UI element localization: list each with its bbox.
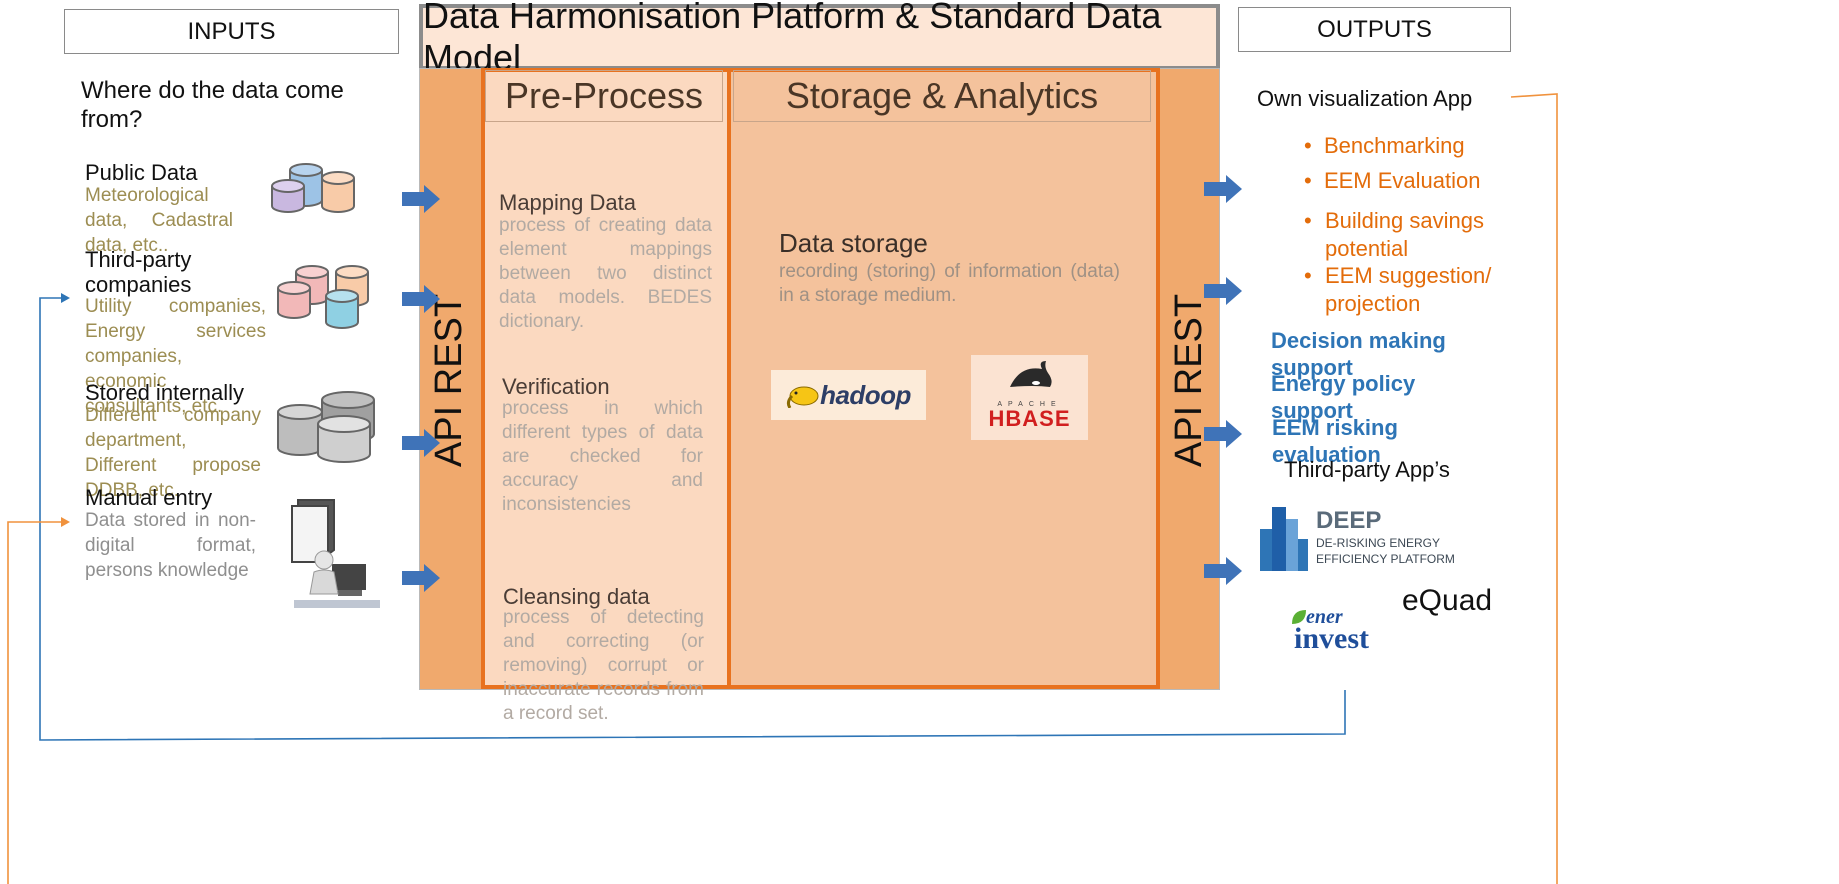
output-arrow-3-icon (1204, 420, 1242, 448)
source-thirdparty-title: Third-party companies (85, 247, 192, 297)
source-public-desc: Meteorological data, Cadastral data, etc… (85, 185, 233, 256)
input-arrow-1-icon (402, 185, 440, 213)
storage-title: Storage & Analytics (733, 70, 1151, 122)
output-arrow-1-icon (1204, 175, 1242, 203)
source-public-title: Public Data (85, 160, 198, 185)
step-verification-desc: process in which different types of data… (502, 398, 703, 515)
data-storage-title: Data storage (779, 228, 928, 258)
deep-logo: DEEP DE-RISKING ENERGY EFFICIENCY PLATFO… (1258, 499, 1470, 573)
platform-title: Data Harmonisation Platform & Standard D… (419, 0, 1220, 78)
inputs-question: Where do the data come from? (81, 77, 344, 133)
bullet-benchmarking: • Benchmarking (1304, 133, 1465, 158)
output-arrow-4-icon (1204, 557, 1242, 585)
step-mapping-desc: process of creating data element mapping… (499, 215, 712, 332)
orange-feedback-line (1510, 93, 1558, 884)
input-arrow-3-icon (402, 429, 440, 457)
data-storage-desc: recording (storing) of information (data… (779, 261, 1120, 306)
bullet-eem-suggestion-text: EEM suggestion/ projection (1325, 263, 1492, 316)
database-thirdparty-icon (277, 265, 369, 329)
source-manual-desc: Data stored in non-digital format, perso… (85, 510, 256, 581)
hbase-logo: APACHE HBASE (971, 355, 1088, 440)
database-public-icon (271, 163, 355, 213)
manual-entry-person-icon (291, 499, 380, 608)
hbase-orca-icon (1009, 361, 1052, 387)
blue-feedback-arrowhead (61, 293, 70, 303)
step-cleansing-desc: process of detecting and correcting (or … (503, 607, 704, 724)
orange-return-line (7, 521, 64, 884)
bullet-eem-suggestion: • (1304, 263, 1312, 288)
hadoop-elephant-icon (786, 386, 819, 408)
input-arrow-2-icon (402, 285, 440, 313)
bullet-eem-evaluation: • EEM Evaluation (1304, 168, 1481, 193)
deep-logo-name: DEEP (1316, 507, 1382, 534)
hbase-logo-text: HBASE (988, 406, 1071, 431)
input-arrow-4-icon (402, 564, 440, 592)
enerinvest-text-2: invest (1294, 622, 1369, 655)
equad-logo: eQuad (1402, 584, 1493, 617)
hadoop-logo: hadoop (771, 370, 926, 420)
bullet-building-savings-text: Building savings potential (1325, 208, 1484, 261)
orange-feedback-arrowhead (61, 517, 70, 527)
third-party-title: Third-party App’s (1284, 457, 1450, 482)
database-internal-icon (277, 391, 375, 463)
inputs-header: INPUTS (64, 9, 399, 54)
own-app-title: Own visualization App (1257, 86, 1473, 111)
hadoop-logo-text: hadoop (820, 379, 911, 410)
step-mapping-title: Mapping Data (499, 190, 636, 215)
bullet-building-savings: • (1304, 208, 1312, 233)
deep-buildings-icon (1260, 507, 1308, 571)
deep-logo-line2: EFFICIENCY PLATFORM (1316, 552, 1455, 566)
output-arrow-2-icon (1204, 277, 1242, 305)
outputs-header: OUTPUTS (1238, 7, 1511, 52)
deep-logo-line1: DE-RISKING ENERGY (1316, 536, 1441, 550)
preprocess-title: Pre-Process (485, 70, 723, 122)
enerinvest-logo: ener invest (1290, 606, 1410, 656)
